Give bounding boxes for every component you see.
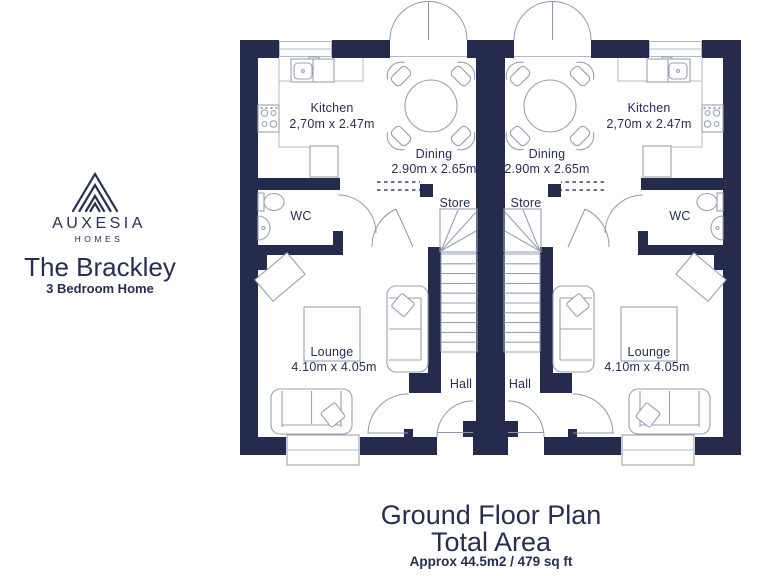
lounge-dims-left: 4.10m x 4.05m	[291, 360, 376, 374]
hall-label-left: Hall	[450, 377, 472, 391]
dining-label-right: Dining	[529, 147, 566, 161]
hall-label-right: Hall	[509, 377, 531, 391]
lounge-label-right: Lounge	[628, 345, 671, 359]
kitchen-dims-right: 2,70m x 2.47m	[606, 117, 691, 131]
wc-label-right: WC	[669, 209, 690, 223]
brand-name: AUXESIA	[52, 215, 146, 232]
auxesia-chevron-logo-icon	[71, 171, 119, 213]
dining-dims-right: 2.90m x 2.65m	[504, 162, 589, 176]
left-unit	[239, 0, 492, 466]
property-name: The Brackley	[24, 252, 176, 282]
plan-title: Ground Floor Plan	[381, 500, 602, 530]
brand-panel: AUXESIA HOMES The Brackley 3 Bedroom Hom…	[24, 171, 176, 296]
lounge-label-left: Lounge	[311, 345, 354, 359]
store-label-left: Store	[440, 196, 471, 210]
store-label-right: Store	[511, 196, 542, 210]
kitchen-label-right: Kitchen	[627, 101, 670, 115]
plan-subtitle: Total Area	[431, 527, 552, 557]
dining-label-left: Dining	[416, 147, 453, 161]
kitchen-dims-left: 2,70m x 2.47m	[289, 117, 374, 131]
lounge-dims-right: 4.10m x 4.05m	[604, 360, 689, 374]
brand-tagline: HOMES	[75, 234, 124, 244]
right-unit	[489, 0, 742, 466]
dining-dims-left: 2.90m x 2.65m	[391, 162, 476, 176]
property-subtitle: 3 Bedroom Home	[46, 281, 154, 296]
kitchen-label-left: Kitchen	[310, 101, 353, 115]
wc-label-left: WC	[290, 209, 311, 223]
plan-footer: Ground Floor Plan Total Area Approx 44.5…	[381, 500, 602, 569]
plan-area: Approx 44.5m2 / 479 sq ft	[410, 554, 573, 569]
